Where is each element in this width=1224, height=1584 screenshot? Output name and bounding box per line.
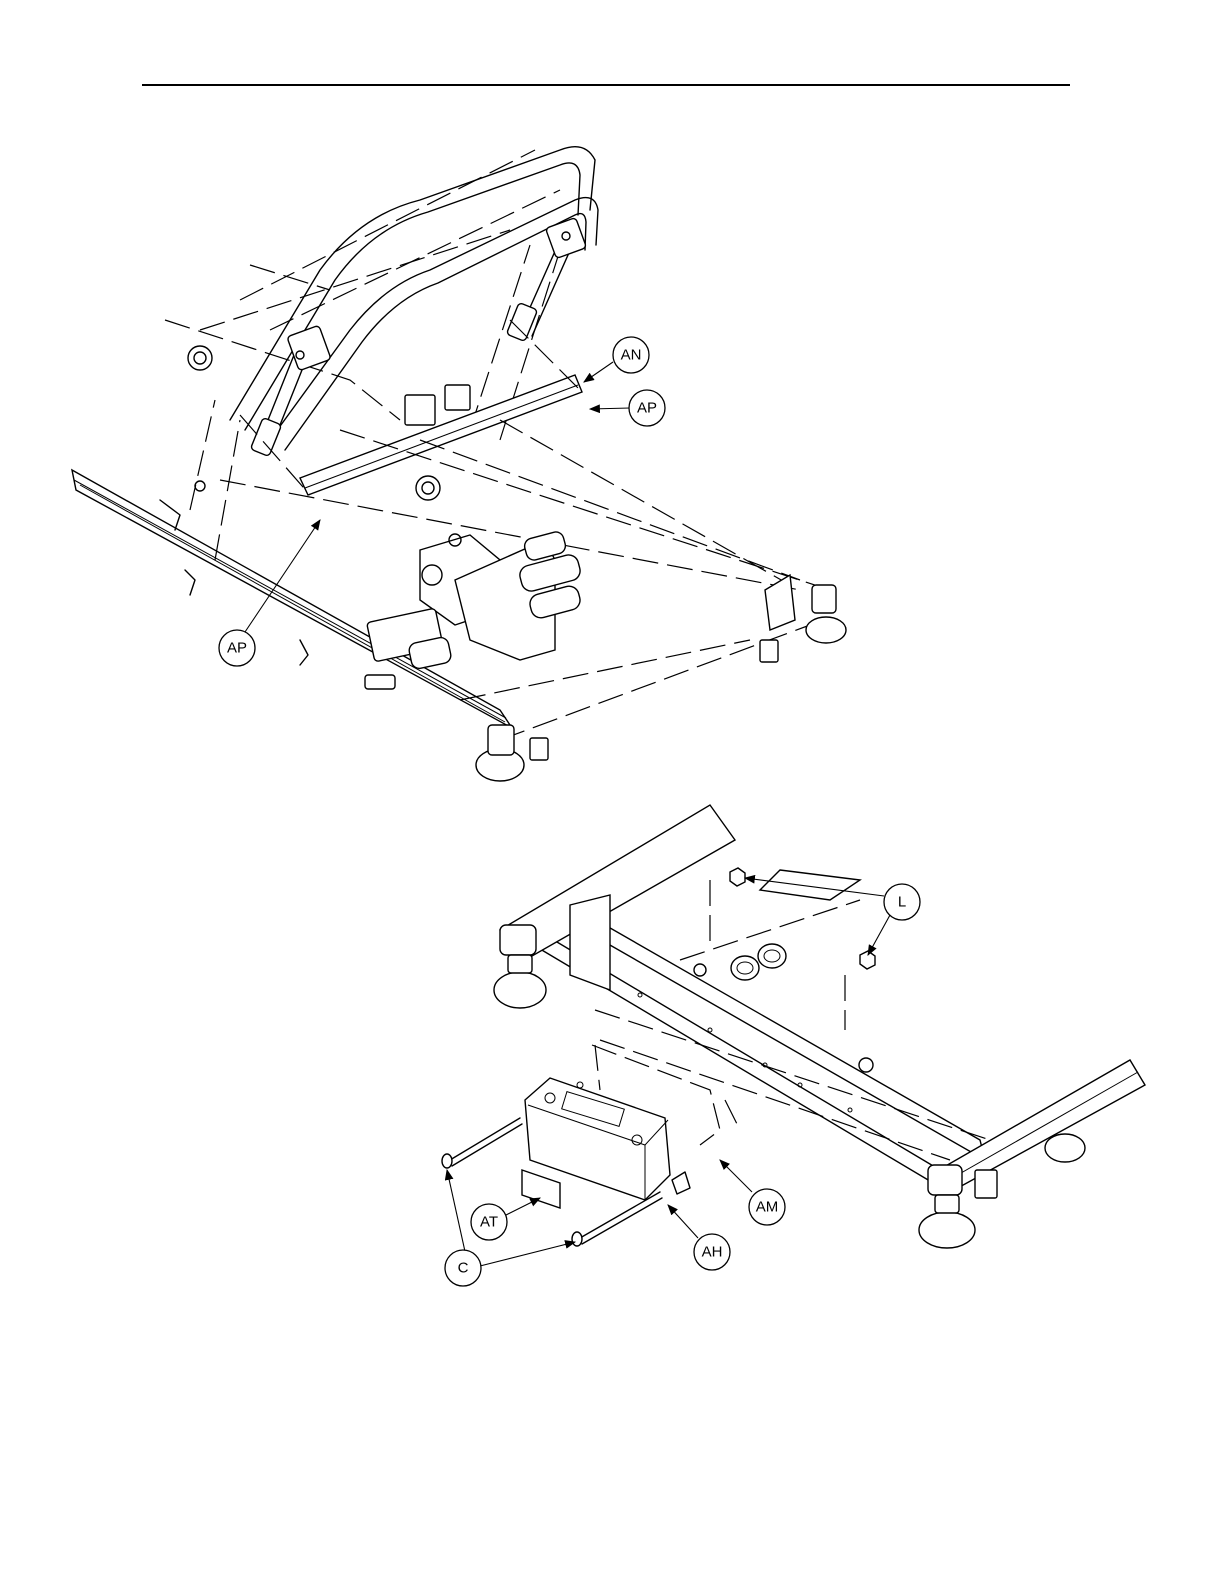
callout-ah: AH: [668, 1205, 730, 1270]
callout-c-label: C: [458, 1260, 469, 1277]
callout-ap-top: AP: [590, 390, 665, 426]
upper-frame-assembly: [72, 147, 846, 781]
callout-am: AM: [720, 1160, 785, 1225]
callout-an: AN: [584, 337, 649, 382]
callout-ap-top-label: AP: [637, 400, 657, 417]
callout-am-label: AM: [756, 1199, 779, 1216]
caster-rear-left: [416, 476, 440, 500]
callout-at-label: AT: [480, 1214, 498, 1231]
callout-l-label: L: [898, 894, 906, 911]
lower-frame-assembly: [442, 805, 1145, 1248]
callout-at: AT: [471, 1198, 540, 1240]
callout-an-label: AN: [621, 347, 642, 364]
control-box: [522, 1078, 690, 1208]
caster-front-left: [476, 725, 548, 781]
callout-ap-left-label: AP: [227, 640, 247, 657]
callout-ah-label: AH: [702, 1244, 723, 1261]
